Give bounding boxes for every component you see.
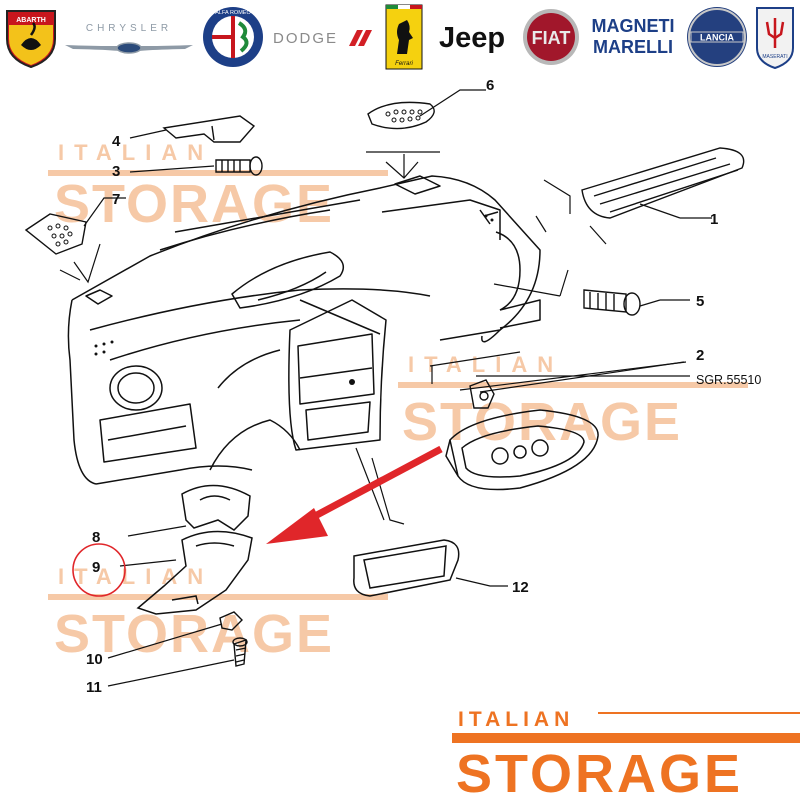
svg-text:FIAT: FIAT (532, 28, 571, 48)
part-1-glovebox-lid (581, 147, 745, 219)
svg-text:MARELLI: MARELLI (593, 37, 673, 57)
footer-logo-small-text: ITALIAN (458, 708, 574, 731)
dashboard-detail-marks (94, 214, 494, 385)
alfa-romeo-badge-icon: ALFA ROMEO (203, 7, 263, 67)
jeep-wordmark-icon: Jeep (439, 22, 505, 54)
svg-text:STORAGE: STORAGE (54, 604, 334, 664)
svg-text:LANCIA: LANCIA (700, 33, 734, 43)
callout-4: 4 (112, 133, 121, 150)
watermark-bottom-left: ITALIAN STORAGE (48, 564, 388, 664)
svg-text:ALFA ROMEO: ALFA ROMEO (215, 10, 251, 16)
part-7-speaker-grille (24, 213, 87, 255)
ferrari-horse-icon: Ferrari (385, 4, 423, 70)
part-sgr55510-instrument-cluster (445, 409, 599, 491)
red-pointer-arrow (266, 445, 443, 544)
chrysler-wings-icon: CHRYSLER (65, 23, 193, 54)
svg-text:DODGE: DODGE (273, 30, 338, 47)
abarth-shield-icon: ABARTH (6, 10, 56, 69)
watermark-top-left: ITALIAN STORAGE (48, 140, 388, 234)
part-4-bracket (162, 115, 256, 143)
svg-text:STORAGE: STORAGE (402, 392, 682, 452)
callout-reference-code: SGR.55510 (696, 373, 761, 387)
callout-10: 10 (86, 651, 103, 668)
magneti-marelli-wordmark-icon: MAGNETI MARELLI (592, 16, 675, 57)
part-12-cover-panel (353, 539, 460, 597)
dodge-logo: DODGE (270, 4, 380, 70)
svg-text:MAGNETI: MAGNETI (592, 16, 675, 36)
callout-7: 7 (112, 191, 120, 208)
brand-logo-bar: ABARTH CHRYSLER ALFA ROMEO DODGE (0, 0, 800, 75)
callout-6: 6 (486, 77, 494, 94)
callout-12: 12 (512, 579, 529, 596)
callout-2: 2 (696, 347, 704, 364)
part-6-speaker-grille (367, 101, 435, 130)
watermark-middle-right: ITALIAN STORAGE (398, 352, 748, 452)
svg-text:ABARTH: ABARTH (16, 17, 46, 24)
svg-text:ITALIAN: ITALIAN (58, 140, 213, 165)
lancia-badge-icon: LANCIA (687, 7, 747, 67)
part-11-screw (232, 637, 248, 667)
ferrari-logo: Ferrari (384, 4, 424, 70)
jeep-logo: Jeep (428, 4, 516, 70)
part-8-upper-column-cover (181, 484, 251, 531)
part-5-bolt (583, 289, 641, 316)
svg-text:ITALIAN: ITALIAN (408, 352, 563, 377)
footer-logo-big-text: STORAGE (456, 744, 743, 800)
abarth-logo: ABARTH (2, 4, 60, 70)
part-9-lower-column-cover (136, 530, 253, 615)
dodge-stripes-icon: DODGE (273, 30, 372, 47)
lancia-logo: LANCIA (684, 4, 750, 70)
maserati-logo: MASERATI (752, 4, 798, 70)
alfa-romeo-logo: ALFA ROMEO (200, 4, 266, 70)
italian-storage-footer-logo: ITALIAN STORAGE (452, 708, 800, 800)
maserati-trident-icon: MASERATI (756, 7, 794, 70)
fiat-badge-icon: FIAT (523, 9, 579, 65)
callout-8: 8 (92, 529, 100, 546)
callout-5: 5 (696, 293, 704, 310)
svg-text:ITALIAN: ITALIAN (58, 564, 213, 589)
callout-1: 1 (710, 211, 718, 228)
part-3-screw (215, 156, 263, 176)
chrysler-logo: CHRYSLER (62, 4, 196, 70)
svg-text:STORAGE: STORAGE (54, 174, 334, 234)
callout-9: 9 (92, 559, 100, 576)
magneti-marelli-logo: MAGNETI MARELLI (586, 4, 680, 70)
part-10-nut (219, 611, 243, 631)
fiat-logo: FIAT (520, 4, 582, 70)
svg-text:MASERATI: MASERATI (762, 54, 787, 60)
leader-lines (59, 89, 712, 687)
svg-text:Ferrari: Ferrari (395, 61, 413, 67)
svg-text:Jeep: Jeep (439, 22, 505, 54)
callout-3: 3 (112, 163, 120, 180)
callout-11: 11 (86, 679, 102, 696)
highlight-circle-part-9 (72, 543, 126, 597)
svg-text:CHRYSLER: CHRYSLER (86, 23, 172, 34)
